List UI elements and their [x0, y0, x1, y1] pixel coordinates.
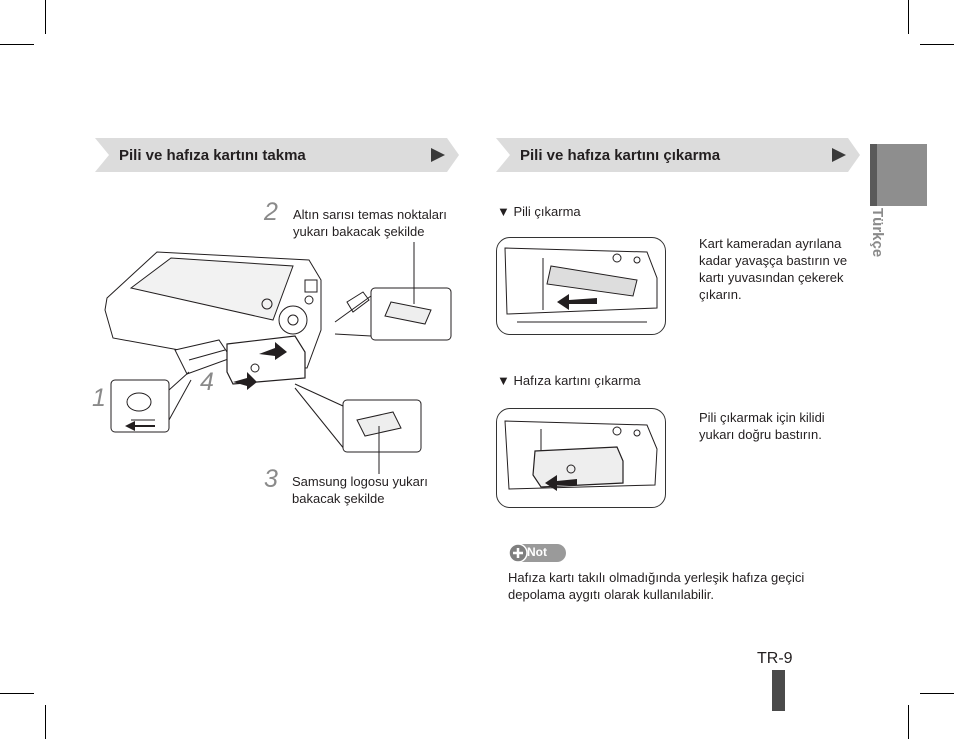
battery-heading: ▼ Pili çıkarma [497, 204, 581, 219]
play-arrow-icon [832, 148, 846, 162]
page-number: TR-9 [757, 650, 793, 667]
step-number: 4 [200, 368, 214, 396]
note-line: Hafıza kartı takılı olmadığında yerleşik… [508, 570, 805, 585]
page-number-bar [772, 670, 785, 711]
play-arrow-icon [431, 148, 445, 162]
step2-text: Altın sarısı temas noktaları yukarı baka… [293, 206, 447, 240]
crop-mark [908, 705, 909, 739]
step3-line: Samsung logosu yukarı [292, 474, 428, 489]
plus-icon [513, 548, 523, 558]
instruction-line: kadar yavaşça bastırın ve [699, 253, 848, 268]
instruction-line: çıkarın. [699, 287, 742, 302]
note-body: Hafıza kartı takılı olmadığında yerleşik… [508, 569, 804, 603]
instruction-line: Pili çıkarmak için kilidi [699, 410, 825, 425]
note-label: Not [527, 545, 547, 559]
card-instructions: Pili çıkarmak için kilidi yukarı doğru b… [699, 409, 825, 443]
crop-mark [45, 705, 46, 739]
card-removal-drawing [504, 420, 658, 491]
step-number: 1 [92, 384, 106, 412]
step-number: 3 [264, 465, 278, 493]
instruction-line: yukarı doğru bastırın. [699, 427, 822, 442]
card-heading: ▼ Hafıza kartını çıkarma [497, 373, 641, 388]
section-banner-remove: Pili ve hafıza kartını çıkarma [496, 138, 860, 172]
step3-line: bakacak şekilde [292, 491, 385, 506]
language-label: Türkçe [869, 208, 886, 258]
step3-text: Samsung logosu yukarı bakacak şekilde [292, 473, 428, 507]
camera-insert-illustration [104, 242, 452, 474]
step2-line: Altın sarısı temas noktaları [293, 207, 447, 222]
section-title: Pili ve hafıza kartını çıkarma [520, 147, 721, 164]
section-title: Pili ve hafıza kartını takma [119, 147, 306, 164]
instruction-line: Kart kameradan ayrılana [699, 236, 842, 251]
section-banner-insert: Pili ve hafıza kartını takma [95, 138, 459, 172]
instruction-line: kartı yuvasından çekerek [699, 270, 844, 285]
language-tab [870, 144, 927, 206]
crop-mark [908, 0, 909, 34]
battery-removal-image [496, 237, 666, 335]
crop-mark [920, 44, 954, 45]
note-line: depolama aygıtı olarak kullanılabilir. [508, 587, 714, 602]
crop-mark [0, 693, 34, 694]
card-removal-image [496, 408, 666, 508]
step-number: 2 [264, 198, 278, 226]
step2-line: yukarı bakacak şekilde [293, 224, 425, 239]
battery-instructions: Kart kameradan ayrılana kadar yavaşça ba… [699, 235, 847, 303]
battery-removal-drawing [504, 247, 658, 323]
crop-mark [0, 44, 34, 45]
crop-mark [45, 0, 46, 34]
crop-mark [920, 693, 954, 694]
banner-shape [95, 138, 459, 172]
note-badge [508, 543, 566, 563]
banner-shape [496, 138, 860, 172]
language-tab-accent [870, 144, 877, 206]
